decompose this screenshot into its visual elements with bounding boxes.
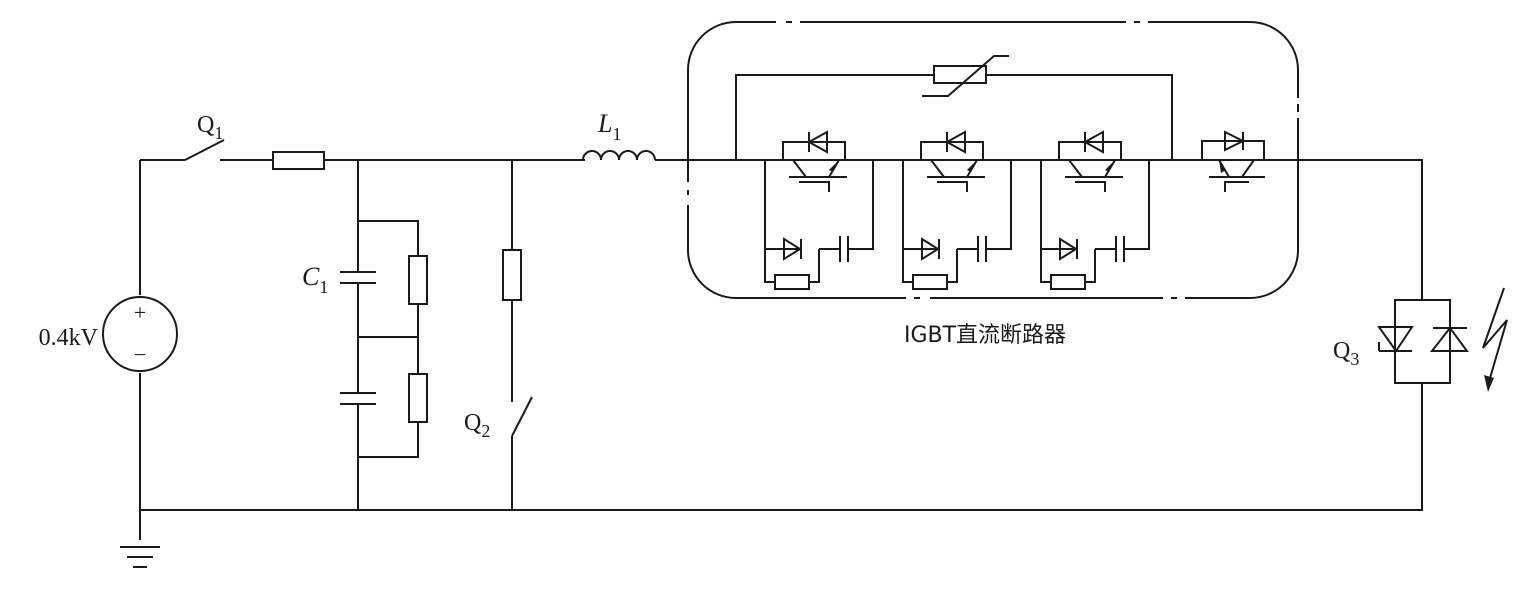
switch-q1: Q1 bbox=[184, 112, 225, 161]
capacitor-bank: C1 bbox=[302, 160, 428, 510]
wire-top-2 bbox=[655, 159, 1423, 300]
igbt-module-1 bbox=[764, 130, 874, 290]
wire-bottom bbox=[140, 383, 1423, 511]
thyristor-pair-q3: Q3 bbox=[1333, 299, 1469, 384]
l1-label: L1 bbox=[597, 109, 621, 144]
series-resistor bbox=[272, 151, 325, 170]
c1-label: C1 bbox=[302, 262, 328, 297]
igbt-breaker-boundary: IGBT直流断路器 bbox=[687, 21, 1299, 348]
q1-label: Q1 bbox=[197, 112, 223, 143]
igbt-module-4 bbox=[1201, 130, 1265, 192]
varistor bbox=[735, 55, 1173, 160]
fault-lightning-icon bbox=[1482, 287, 1508, 392]
igbt-module-2 bbox=[902, 130, 1012, 290]
plus-sign: + bbox=[134, 300, 146, 325]
source-voltage-label: 0.4kV bbox=[39, 325, 99, 351]
switch-q2-branch: Q2 bbox=[464, 160, 533, 510]
igbt-modules bbox=[764, 130, 1265, 290]
breaker-label: IGBT直流断路器 bbox=[904, 323, 1066, 348]
voltage-source: + − 0.4kV bbox=[39, 296, 178, 372]
ground-icon bbox=[120, 546, 160, 568]
minus-sign: − bbox=[134, 342, 146, 367]
main-wiring bbox=[139, 159, 1423, 540]
q2-label: Q2 bbox=[464, 410, 490, 441]
q3-label: Q3 bbox=[1333, 338, 1359, 369]
igbt-module-3 bbox=[1040, 130, 1150, 290]
inductor-l1: L1 bbox=[582, 109, 656, 161]
